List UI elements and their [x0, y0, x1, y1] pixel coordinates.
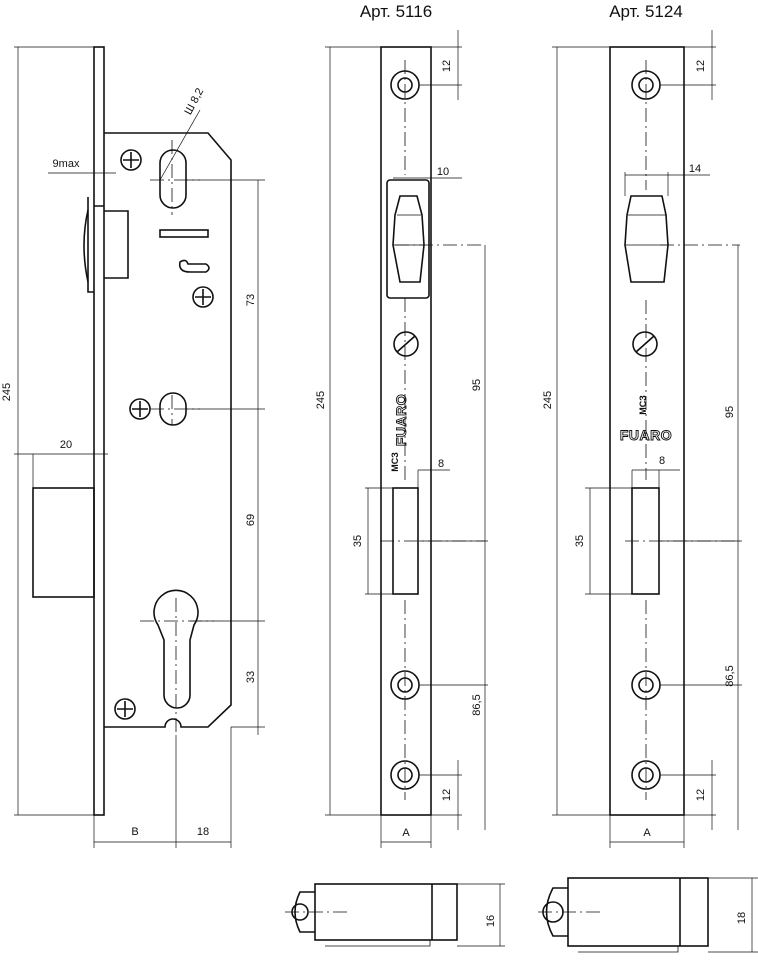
dim-hole-bottom: 12	[695, 789, 707, 801]
title-5124: Арт. 5124	[609, 2, 683, 21]
dim-line	[457, 883, 505, 947]
dim-spacing-upper: 73	[245, 294, 257, 306]
dim-bolt-height: 35	[352, 535, 364, 547]
side-detail	[578, 945, 679, 953]
screw-icon	[129, 398, 151, 420]
dim-line	[417, 469, 450, 488]
lock-faceplate	[93, 46, 105, 816]
dim-overall-height: 245	[315, 391, 327, 409]
lock-body-view: 245 9max Ш 8,2 73 69 33 20 B 18	[1, 46, 265, 848]
rect-slot	[159, 229, 209, 238]
faceplate-5124	[609, 46, 685, 816]
faceplate-5124-view: МСЗ FUARO 245 12 14 95 86,5 8 35 12 A	[542, 30, 742, 848]
dim-plate-width: A	[402, 827, 410, 839]
dim-bolt-to-hole: 86,5	[471, 694, 483, 715]
dim-side-thickness: 16	[485, 915, 497, 927]
dim-bolt-to-hole: 86,5	[724, 665, 736, 686]
curved-slot	[178, 259, 210, 273]
dim-line	[419, 245, 488, 830]
screw-icon	[393, 331, 419, 357]
latch-window	[386, 179, 430, 299]
dim-latch-to-bolt: 95	[471, 379, 483, 391]
latch-detail	[393, 214, 424, 246]
dim-line	[380, 815, 432, 848]
centerlines	[625, 60, 740, 800]
dim-line	[48, 172, 116, 178]
dim-spacing-lower: 33	[245, 671, 257, 683]
dim-plate-width: A	[643, 827, 651, 839]
dim-line	[93, 727, 232, 848]
title-5116: Арт. 5116	[360, 2, 432, 21]
screw-icon	[192, 286, 214, 308]
follower-slot	[159, 149, 187, 209]
centerlines	[380, 60, 485, 800]
brand-mark: МСЗ	[638, 395, 648, 415]
latch-bolt	[624, 195, 669, 283]
dim-overall-height: 245	[542, 391, 554, 409]
dim-latch-width: 14	[689, 163, 701, 175]
dim-line	[609, 815, 685, 848]
brand-mark: МСЗ	[390, 452, 400, 472]
dim-line	[660, 245, 742, 830]
side-view-5124: 18	[538, 877, 758, 953]
dim-hole-bottom: 12	[441, 789, 453, 801]
screw-icon	[120, 149, 142, 171]
dim-line	[660, 30, 716, 100]
deadbolt	[32, 487, 95, 598]
cylinder-cutout	[153, 589, 199, 709]
dim-line	[660, 760, 716, 830]
dim-line	[708, 877, 758, 953]
dim-slot-diameter: Ш 8,2	[182, 86, 206, 117]
dim-side-thickness: 18	[736, 912, 748, 924]
dim-line	[552, 46, 612, 816]
dim-bolt-height: 35	[574, 535, 586, 547]
side-detail	[325, 939, 431, 947]
dim-line	[419, 30, 462, 100]
dim-line	[14, 46, 96, 816]
dim-hole-top: 12	[441, 60, 453, 72]
dim-overall-height: 245	[1, 383, 13, 401]
dim-deadbolt-projection: 20	[60, 439, 72, 451]
latch-curve	[83, 209, 89, 283]
dim-latch-to-bolt: 95	[724, 406, 736, 418]
dim-backset: B	[131, 826, 138, 838]
dim-bolt-width: 8	[438, 458, 444, 470]
dim-latch-width: 10	[437, 166, 449, 178]
dim-hole-top: 12	[695, 60, 707, 72]
dim-spacing-middle: 69	[245, 514, 257, 526]
lock-case	[104, 132, 232, 728]
centerlines	[140, 140, 214, 735]
dim-backset-open: 9max	[53, 158, 80, 170]
dim-line	[14, 453, 108, 488]
dim-bolt-width: 8	[659, 455, 665, 467]
dim-depth: 18	[197, 826, 209, 838]
dim-line	[365, 487, 395, 595]
latch-bolt	[392, 195, 425, 283]
screw-icon	[114, 698, 136, 720]
dim-line	[325, 46, 383, 816]
brand-fuaro: FUARO	[393, 394, 409, 446]
screw-icon	[632, 331, 658, 357]
dim-line	[585, 487, 634, 595]
latch-bolt	[87, 197, 129, 293]
dim-leader	[159, 109, 201, 181]
latch-detail	[625, 214, 668, 246]
dim-line	[624, 172, 669, 196]
faceplate-5116-view: FUARO МСЗ 245 12 10 95 86,5 8 35 12 A	[315, 30, 488, 848]
brand-fuaro: FUARO	[620, 427, 672, 443]
side-view-5116: 16	[285, 883, 505, 947]
dim-line	[631, 469, 680, 488]
dim-line	[186, 179, 265, 735]
dim-line	[419, 760, 462, 830]
